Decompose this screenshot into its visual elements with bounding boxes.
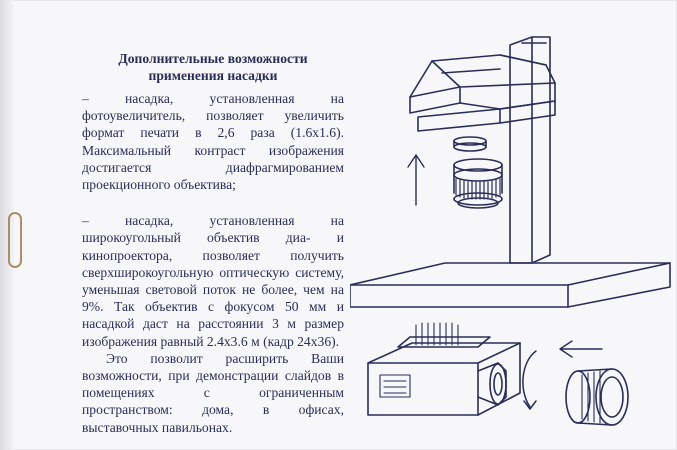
enlarger-column (509, 36, 551, 264)
staple (8, 212, 22, 268)
projector-illustration (367, 322, 629, 426)
section-title: Дополнительные возможности применения на… (82, 50, 344, 84)
technical-drawing (350, 36, 671, 426)
projector-body (367, 342, 521, 416)
title-line-2: применения насадки (148, 68, 278, 83)
page-fold (0, 0, 14, 450)
up-arrow-icon (407, 154, 425, 206)
paragraph-enlarger: – насадка, установленная на фотоувеличит… (82, 91, 344, 193)
attachment-lens (453, 158, 503, 209)
enlarger-illustration (350, 36, 671, 308)
detached-attachment-lens (565, 368, 629, 426)
paragraph-benefits: Это позволит расширить Ваши возможности,… (82, 350, 344, 435)
text-column: Дополнительные возможности применения на… (82, 50, 344, 436)
illustrations (350, 25, 677, 450)
paragraph-projector: – насадка, установленная на широкоугольн… (82, 213, 344, 349)
projector-heat-sink (415, 322, 459, 346)
rotation-arrow-icon (522, 350, 537, 408)
enlarger-baseboard (350, 262, 671, 308)
title-line-1: Дополнительные возможности (118, 51, 308, 66)
left-arrow-icon (559, 340, 603, 358)
projector-lens (489, 363, 507, 405)
